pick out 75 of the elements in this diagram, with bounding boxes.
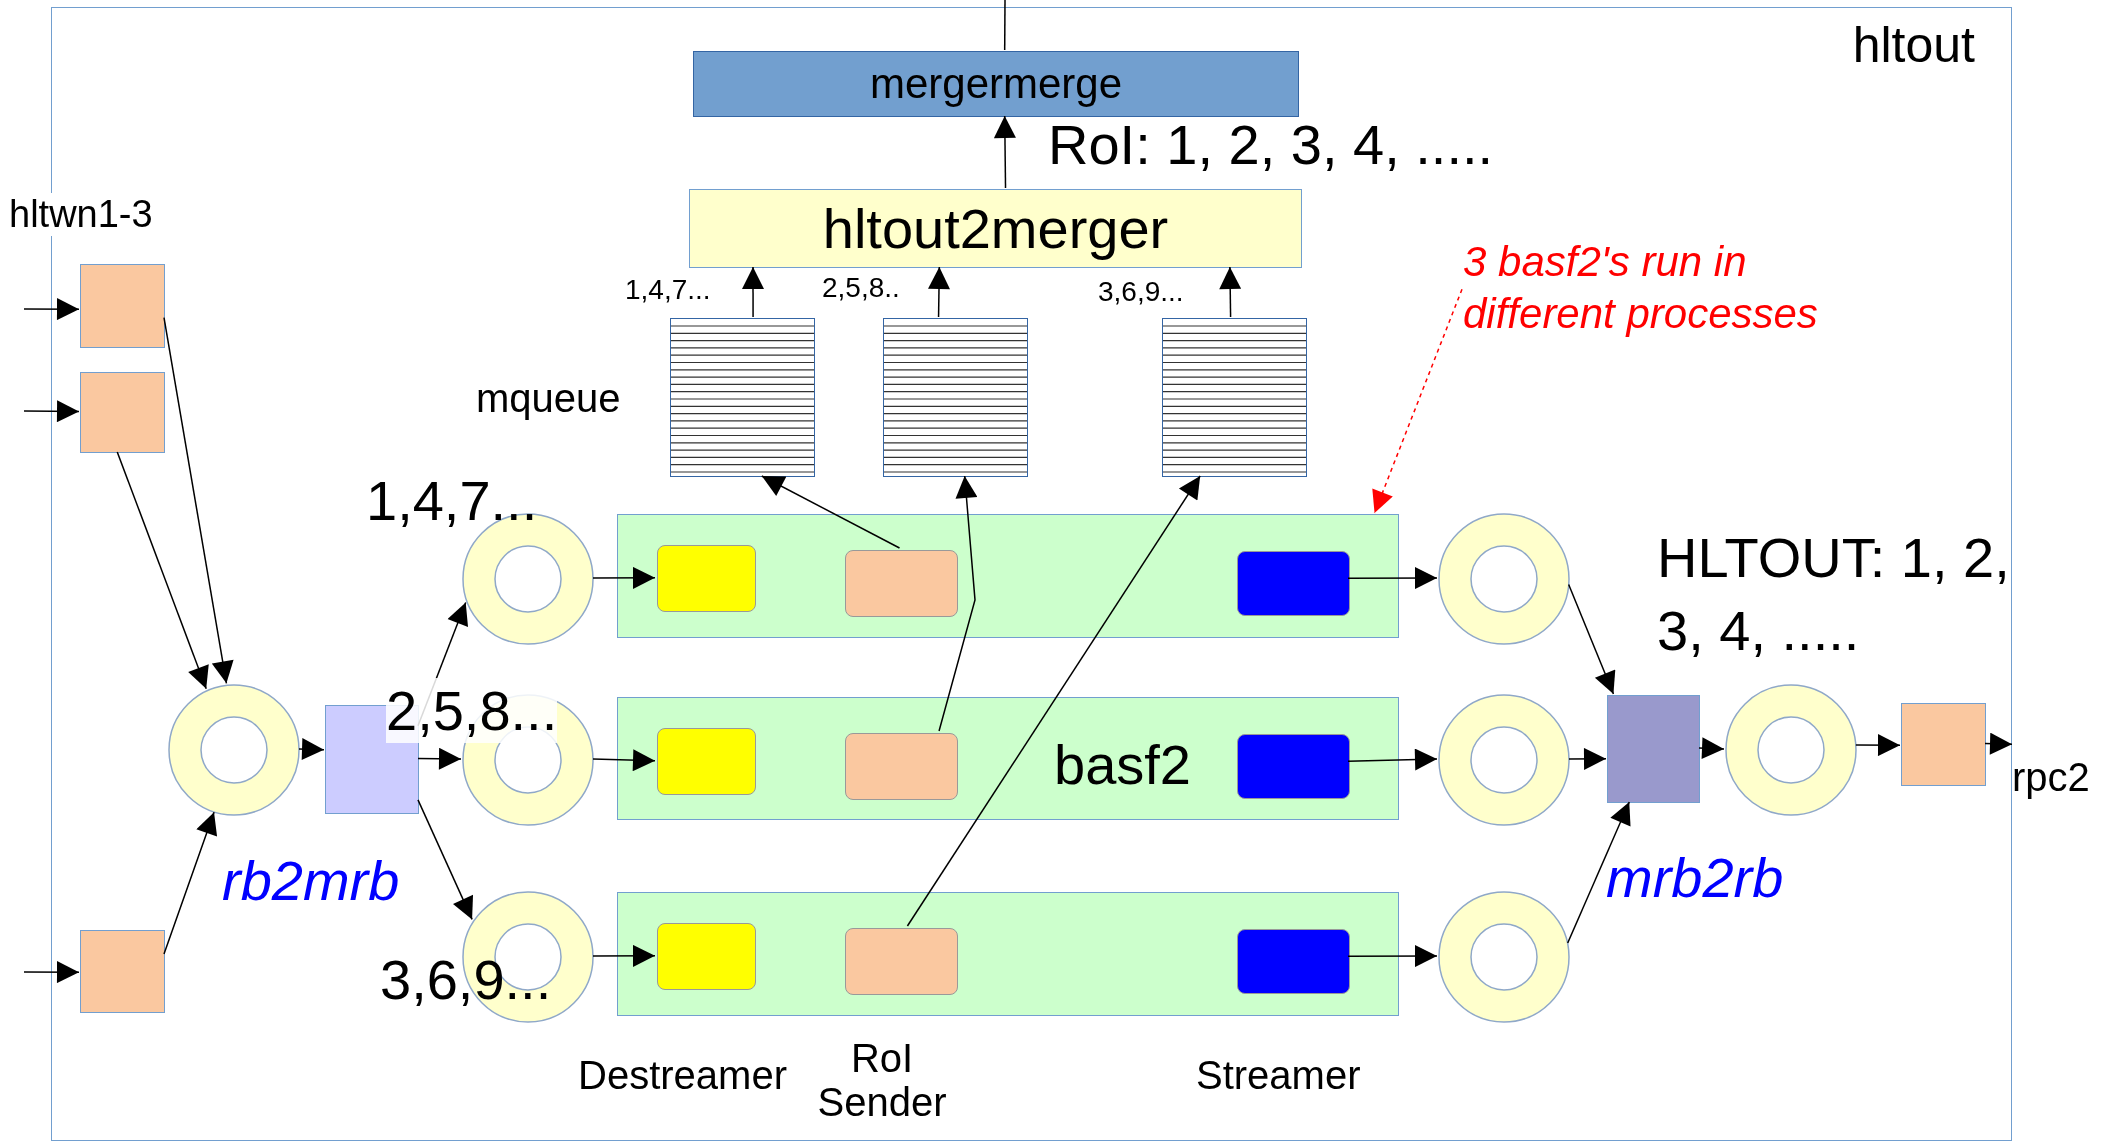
node-label: basf2 [1054,732,1191,797]
node-label: mergermerge [869,60,1123,108]
process-box [693,51,1299,117]
arrow [928,266,950,318]
component-label: hltwn1-3 [9,193,153,236]
process-box [689,189,1302,268]
arrow [1566,801,1631,944]
arrow [592,944,656,967]
arrow [906,475,1201,927]
module-box [845,550,958,617]
component-label: RoI Sender [816,1036,948,1124]
process-box [80,372,165,453]
process-band [617,697,1399,820]
arrow [742,266,765,318]
module-box [1237,929,1350,994]
module-box [1237,734,1350,799]
arrow [417,799,474,921]
process-box [1607,695,1700,803]
arrow [163,316,234,685]
component-label: Streamer [1196,1053,1361,1098]
ring-buffer [1725,684,1857,816]
module-box [657,728,756,795]
component-label: Destreamer [578,1053,787,1098]
arrow [23,400,80,423]
arrow [1984,732,2013,755]
sequence-note: RoI: 1, 2, 3, 4, ..... [1048,112,1494,177]
arrow [23,961,80,984]
arrow [592,566,656,589]
process-box [1901,703,1986,786]
node-caption: 1,4,7... [366,468,538,533]
arrow [761,475,901,549]
arrow [298,738,325,761]
arrow [1698,737,1725,760]
arrow [163,811,218,955]
module-box [657,923,756,990]
connector-line [1003,0,1006,51]
ring-buffer [1438,891,1570,1023]
arrow [1347,945,1438,968]
arrow [116,451,209,690]
node-caption: mrb2rb [1606,845,1784,910]
ring-buffer [1438,694,1570,826]
process-band [617,514,1399,638]
ring-buffer [1438,513,1570,645]
message-queue [670,318,815,477]
message-queue [883,318,1028,477]
output-label: rpc2 [2012,755,2090,800]
sequence-note: HLTOUT: 1, 2, 3, 4, ..... [1657,525,2011,664]
arrow [1568,747,1607,770]
arrow [1347,567,1438,590]
arrow [1567,583,1616,695]
arrow [1347,748,1438,771]
leader-arrow [1372,288,1463,514]
annotation-text: 3 basf2's run in different processes [1463,236,1819,339]
component-label: mqueue [476,376,621,421]
process-box [80,264,165,348]
arrow [23,298,80,321]
module-box [657,545,756,612]
module-box [845,928,958,995]
arrow [993,115,1016,189]
arrow [1219,266,1242,318]
process-band [617,892,1399,1016]
boundary-title: hltout [1852,16,1975,74]
arrow [938,475,978,732]
module-box [1237,551,1350,616]
process-box [80,930,165,1013]
node-caption: 2,5,8... [386,678,558,743]
ring-buffer [168,684,300,816]
node-label: hltout2merger [822,196,1169,261]
message-queue [1162,318,1307,477]
module-box [845,733,958,800]
node-caption: 3,6,9... [380,947,552,1012]
arrow [1855,734,1901,757]
arrow [592,749,656,772]
node-caption: rb2mrb [222,848,400,913]
arrow [417,747,462,770]
